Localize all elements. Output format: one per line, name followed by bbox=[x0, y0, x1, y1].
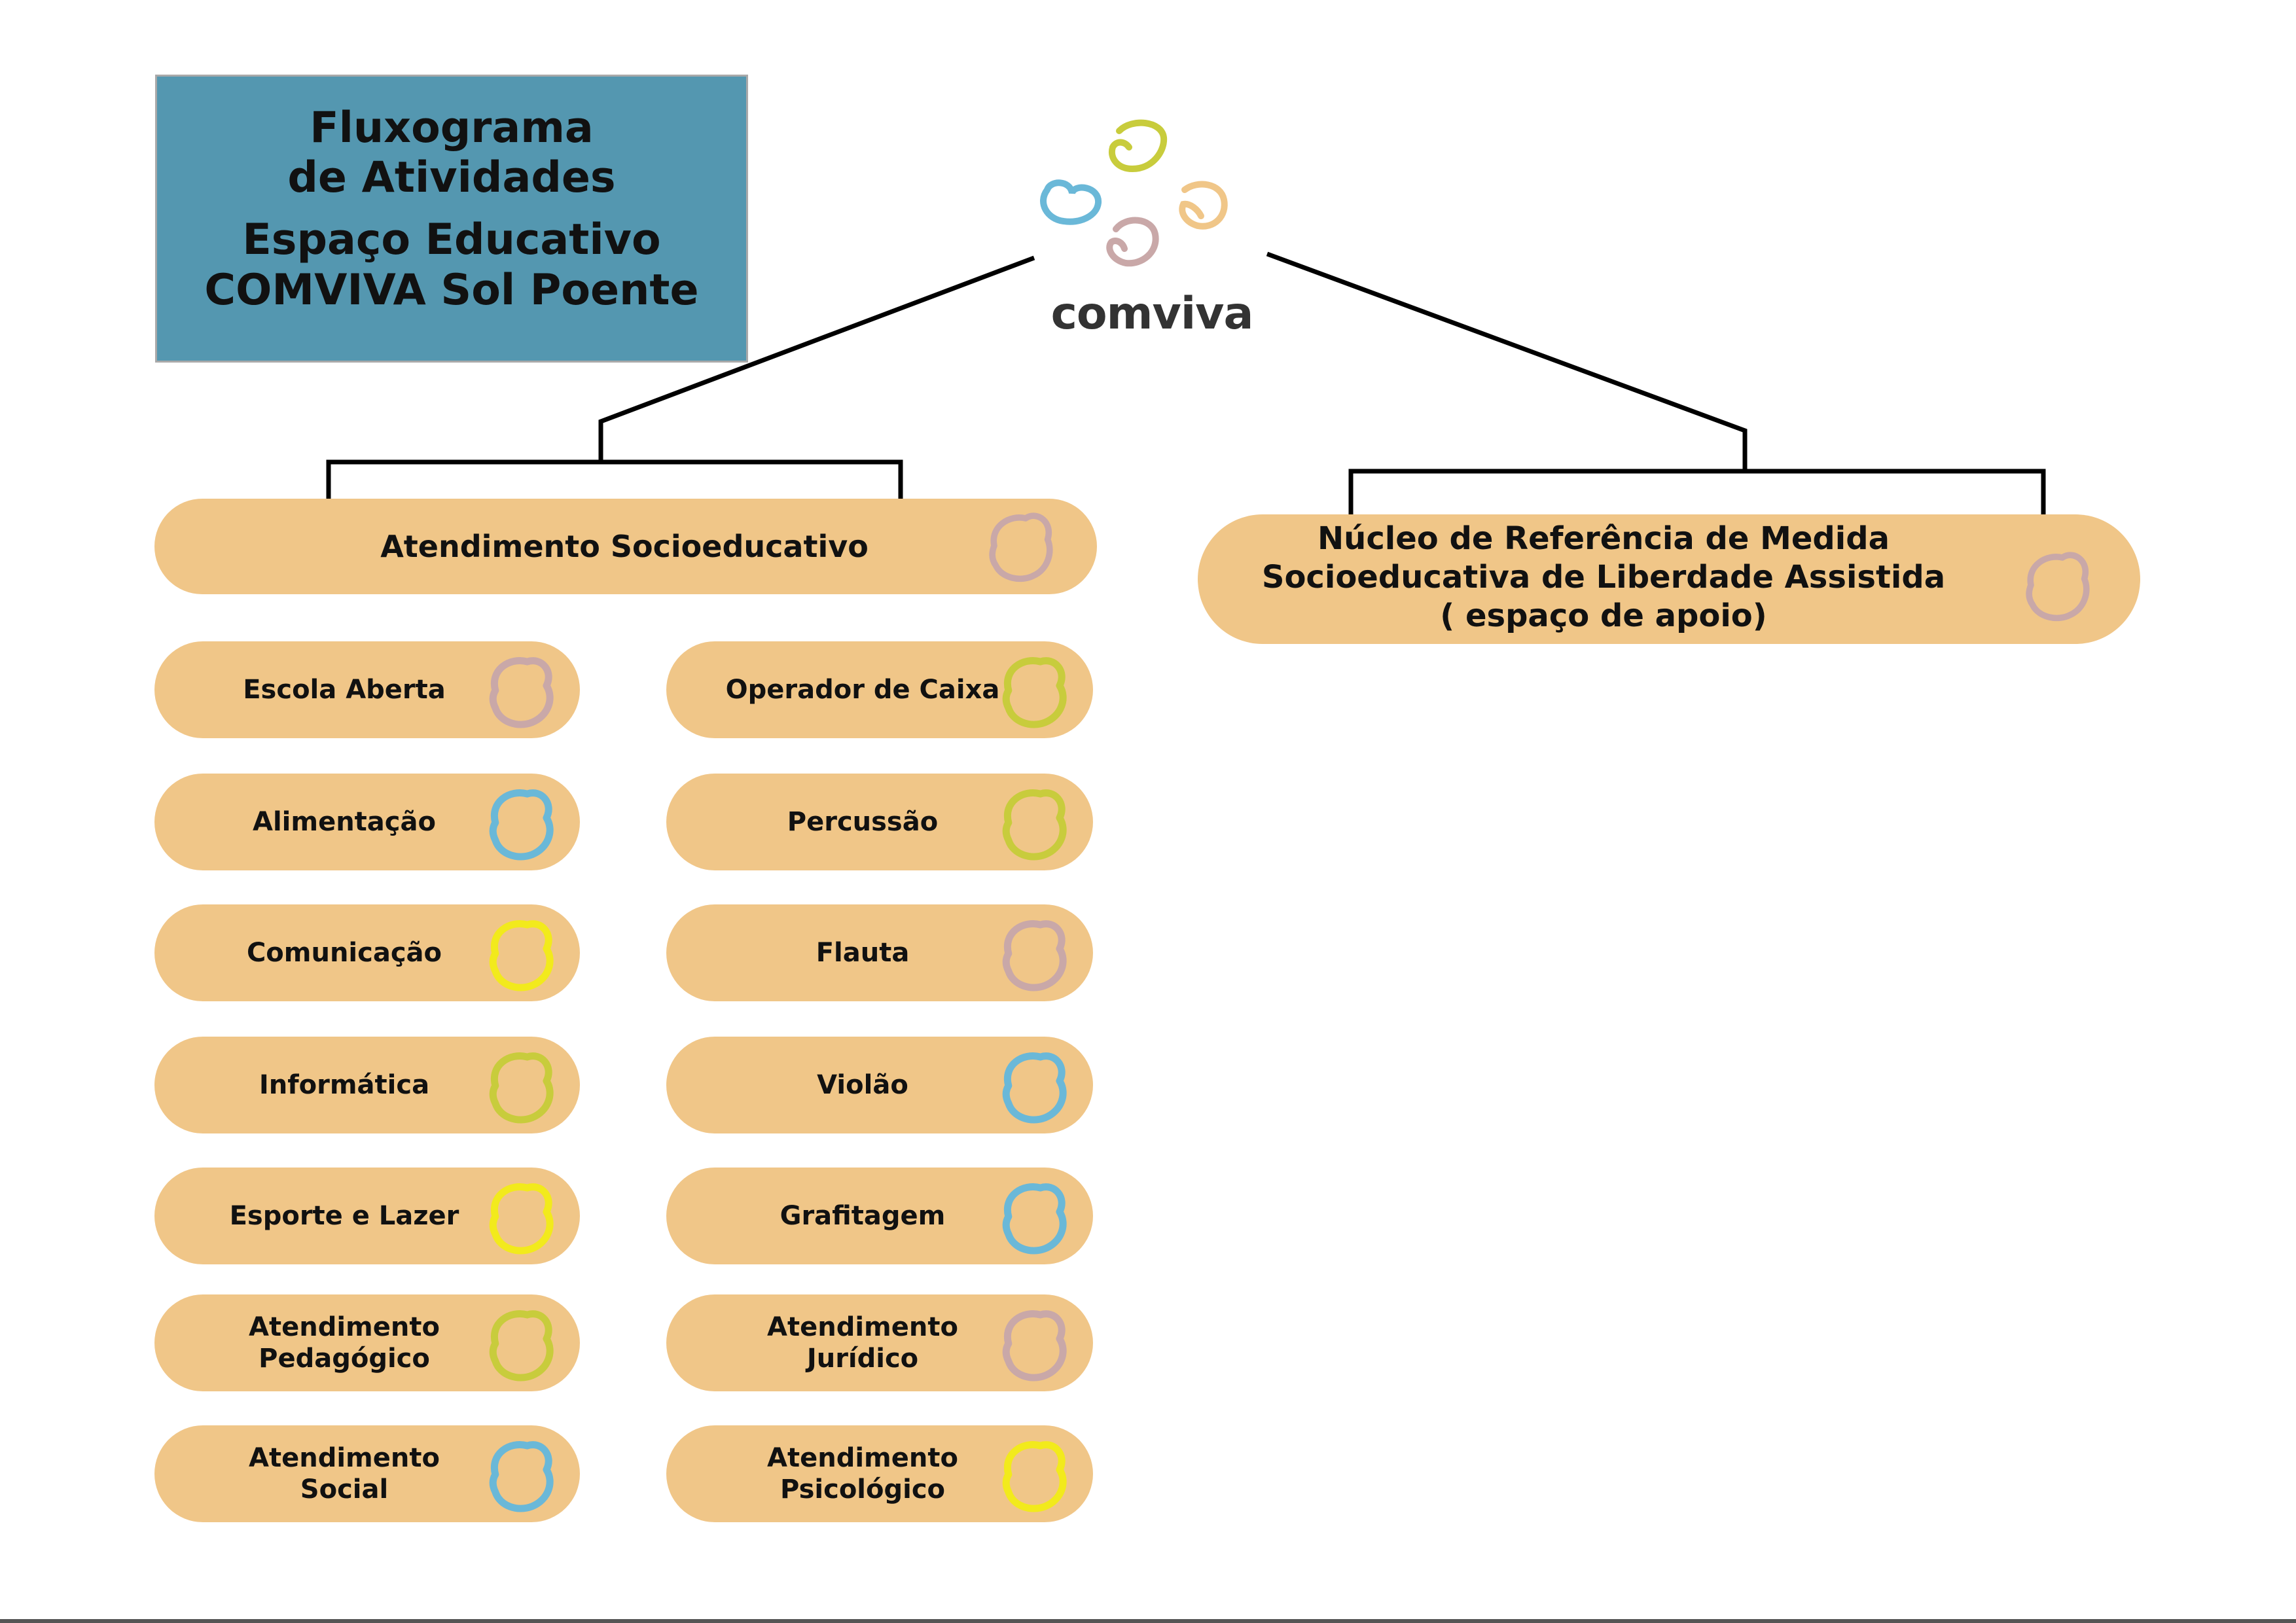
blob-icon bbox=[1002, 1052, 1067, 1124]
pink-blob-icon bbox=[989, 512, 1053, 582]
activity-label-line-2: Pedagógico bbox=[259, 1344, 430, 1374]
blob-icon bbox=[489, 1052, 554, 1124]
activity-pill: Flauta bbox=[666, 904, 1093, 1001]
activity-label-line-1: Violão bbox=[817, 1070, 908, 1100]
activity-pill: Operador de Caixa bbox=[666, 641, 1093, 738]
bottom-frame-line bbox=[0, 1619, 2296, 1623]
activity-pill: Alimentação bbox=[154, 774, 580, 870]
blob-icon bbox=[1002, 657, 1067, 728]
blob-icon bbox=[1002, 789, 1067, 861]
activity-label-line-2: Jurídico bbox=[806, 1344, 919, 1374]
activity-label-line-1: Percussão bbox=[787, 807, 939, 837]
activity-label-line-1: Grafitagem bbox=[780, 1201, 946, 1231]
title-box: Fluxograma de Atividades Espaço Educativ… bbox=[155, 75, 748, 363]
connector-right-bracket bbox=[1348, 469, 2046, 514]
pink-blob-icon bbox=[2026, 552, 2090, 622]
blob-icon bbox=[1002, 1310, 1067, 1382]
blob-icon bbox=[489, 1183, 554, 1255]
activity-pill: Escola Aberta bbox=[154, 641, 580, 738]
activity-label-line-2: Psicológico bbox=[780, 1474, 946, 1505]
activity-label-line-1: Comunicação bbox=[246, 938, 442, 968]
activity-label-line-1: Atendimento bbox=[767, 1312, 958, 1342]
activity-pill: Informática bbox=[154, 1037, 580, 1133]
connector-left-bracket bbox=[326, 459, 903, 501]
title-line-2: de Atividades bbox=[287, 153, 616, 202]
activity-pill: Percussão bbox=[666, 774, 1093, 870]
activity-label-line-1: Informática bbox=[259, 1070, 430, 1100]
activity-pill: Esporte e Lazer bbox=[154, 1168, 580, 1264]
main-pill-label: Atendimento Socioeducativo bbox=[380, 529, 869, 564]
activity-label-line-1: Flauta bbox=[816, 938, 910, 968]
activity-label-line-2: Social bbox=[300, 1474, 389, 1505]
logo-bubble-blue bbox=[1040, 179, 1102, 225]
nucleo-line-3: ( espaço de apoio) bbox=[1440, 597, 1767, 634]
activity-pill: Grafitagem bbox=[666, 1168, 1093, 1264]
logo-bubble-green bbox=[1108, 119, 1168, 173]
main-pill-nucleo-referencia: Núcleo de Referência de Medida Socioeduc… bbox=[1198, 514, 2140, 644]
blob-icon bbox=[1002, 1441, 1067, 1512]
logo-bubble-orange bbox=[1179, 181, 1228, 230]
activity-label-line-1: Operador de Caixa bbox=[725, 675, 1000, 705]
blob-icon bbox=[1002, 920, 1067, 991]
title-line-1: Fluxograma bbox=[310, 103, 594, 152]
blob-icon bbox=[1002, 1183, 1067, 1255]
blob-icon bbox=[489, 920, 554, 991]
activity-pill: Violão bbox=[666, 1037, 1093, 1133]
activity-pill: Comunicação bbox=[154, 904, 580, 1001]
title-line-4: COMVIVA Sol Poente bbox=[204, 266, 699, 315]
blob-icon bbox=[489, 1310, 554, 1382]
activity-label-line-1: Escola Aberta bbox=[243, 675, 446, 705]
blob-icon bbox=[489, 657, 554, 728]
blob-icon bbox=[489, 1441, 554, 1512]
activity-label-line-1: Atendimento bbox=[249, 1443, 440, 1473]
title-line-3: Espaço Educativo bbox=[242, 215, 661, 264]
activity-label-line-1: Alimentação bbox=[253, 807, 436, 837]
nucleo-line-1: Núcleo de Referência de Medida bbox=[1318, 520, 1890, 557]
nucleo-line-2: Socioeducativa de Liberdade Assistida bbox=[1261, 559, 1946, 596]
connector-left bbox=[598, 255, 1035, 462]
activity-label-line-1: Atendimento bbox=[767, 1443, 958, 1473]
connector-right bbox=[1266, 251, 1748, 471]
logo-bubble-pink bbox=[1106, 217, 1159, 267]
activity-label-line-1: Esporte e Lazer bbox=[229, 1201, 459, 1231]
blob-icon bbox=[489, 789, 554, 861]
main-pill-atendimento-socioeducativo: Atendimento Socioeducativo bbox=[154, 499, 1097, 594]
logo-text: comviva bbox=[1050, 288, 1254, 340]
comviva-logo bbox=[1040, 119, 1228, 267]
activity-label-line-1: Atendimento bbox=[249, 1312, 440, 1342]
